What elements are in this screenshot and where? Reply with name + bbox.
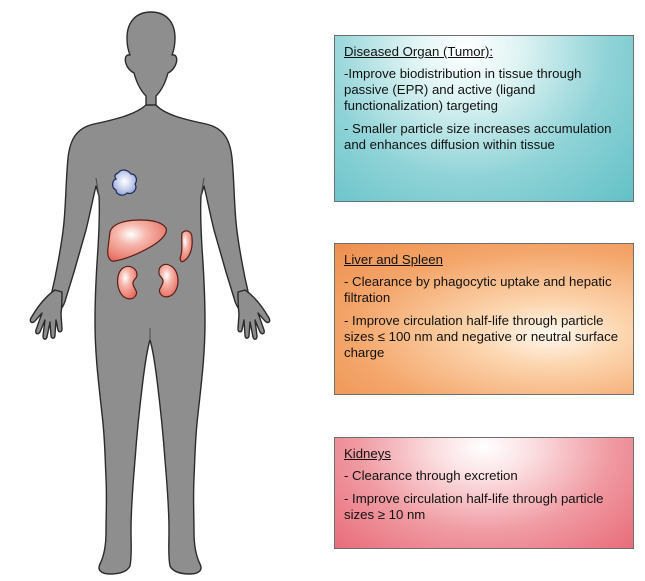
kidney-box-line-2: - Improve circulation half-life through … [344, 491, 625, 523]
liver-box-line-2: - Improve circulation half-life through … [344, 313, 625, 361]
kidney-box-title: Kidneys [344, 446, 625, 462]
body-silhouette [30, 12, 269, 574]
liver-box-title: Liver and Spleen [344, 252, 625, 268]
head [125, 12, 176, 110]
tumor-box-line-1: -Improve biodistribution in tissue throu… [344, 66, 625, 114]
kidney-box-line-1: - Clearance through excretion [344, 468, 625, 484]
tumor-box-title: Diseased Organ (Tumor): [344, 44, 625, 60]
left-hand [30, 290, 62, 339]
liver-box-line-1: - Clearance by phagocytic uptake and hep… [344, 274, 625, 306]
tumor-shape [113, 170, 137, 195]
liver-spleen-info-box: Liver and Spleen - Clearance by phagocyt… [334, 243, 634, 395]
right-hand [238, 290, 270, 339]
human-body-figure [0, 0, 300, 581]
tumor-info-box: Diseased Organ (Tumor): -Improve biodist… [334, 35, 634, 202]
tumor-box-line-2: - Smaller particle size increases accumu… [344, 121, 625, 153]
kidney-info-box: Kidneys - Clearance through excretion - … [334, 437, 634, 549]
